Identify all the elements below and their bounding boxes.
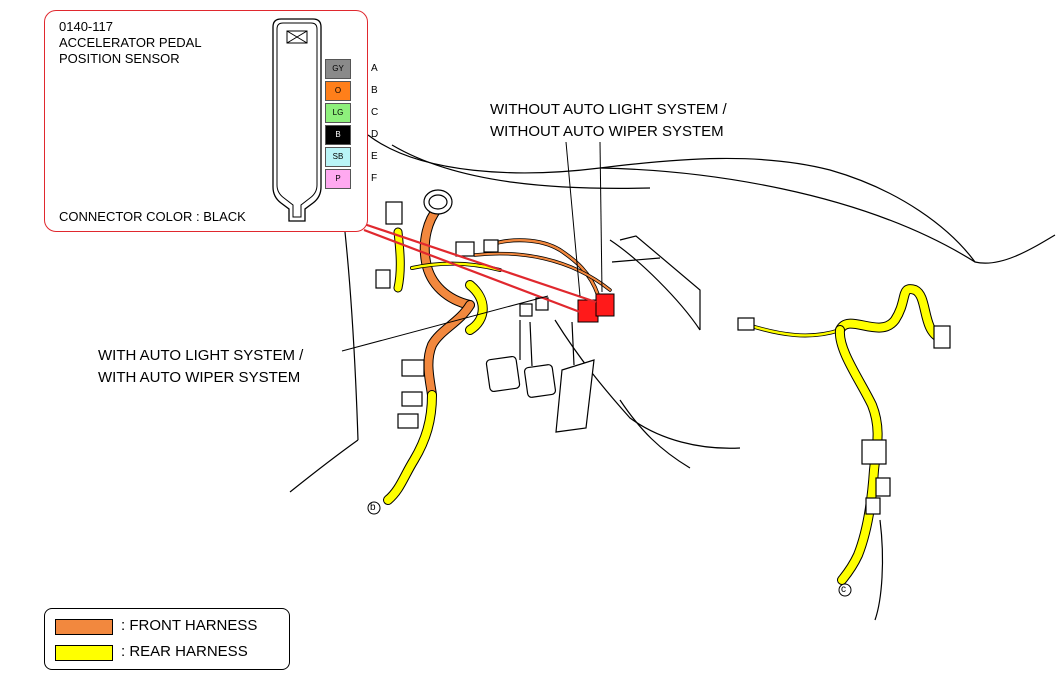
markers xyxy=(367,501,852,597)
callout-title-line2: POSITION SENSOR xyxy=(59,51,180,66)
callout-leaders xyxy=(363,222,597,314)
marker-b-label: b xyxy=(370,502,376,513)
connector xyxy=(401,391,423,407)
highlighted-connectors xyxy=(577,293,615,323)
front-harness xyxy=(419,203,612,400)
pin-letter: F xyxy=(371,173,378,184)
grommet-inner xyxy=(428,194,448,210)
connector xyxy=(875,477,891,497)
front-harness-label: : FRONT HARNESS xyxy=(121,617,258,634)
aps-connector-with-auto xyxy=(577,299,599,323)
connector xyxy=(933,325,951,349)
marker-c-label: c xyxy=(841,584,846,595)
pin-letter: D xyxy=(371,129,379,140)
pin-wire-color: LG xyxy=(325,103,351,123)
aps-connector-without-auto xyxy=(595,293,615,317)
connector xyxy=(737,317,755,331)
connector xyxy=(865,497,881,515)
dashboard-outline xyxy=(289,134,1056,621)
connector xyxy=(455,241,475,257)
without-auto-label-line1: WITHOUT AUTO LIGHT SYSTEM / xyxy=(490,101,727,118)
label-leaders xyxy=(341,141,603,352)
connector xyxy=(519,303,533,317)
pin-wire-color: SB xyxy=(325,147,351,167)
connector-callout: 0140-117 ACCELERATOR PEDAL POSITION SENS… xyxy=(44,10,378,232)
with-auto-label-line2: WITH AUTO WIPER SYSTEM xyxy=(98,369,301,386)
pedal-left xyxy=(485,355,521,393)
rear-harness-swatch xyxy=(55,645,113,661)
pin-letter: A xyxy=(371,63,378,74)
without-auto-label-line2: WITHOUT AUTO WIPER SYSTEM xyxy=(490,123,724,140)
connector xyxy=(861,439,887,465)
pedal-middle xyxy=(523,364,557,398)
pin-wire-color: O xyxy=(325,81,351,101)
rear-harness-label: : REAR HARNESS xyxy=(121,643,248,660)
pedals xyxy=(485,320,595,433)
callout-title-line1: ACCELERATOR PEDAL xyxy=(59,35,202,50)
connector-face xyxy=(272,18,322,222)
harness-legend: : FRONT HARNESS : REAR HARNESS xyxy=(44,608,290,670)
rear-harness-right xyxy=(746,284,945,585)
connector-code: 0140-117 xyxy=(59,19,113,34)
connector xyxy=(385,201,403,225)
front-harness-swatch xyxy=(55,619,113,635)
marker-b xyxy=(367,501,381,515)
pin-wire-color: GY xyxy=(325,59,351,79)
marker-c xyxy=(838,583,852,597)
connector-color: CONNECTOR COLOR : BLACK xyxy=(59,209,246,224)
pin-letter: C xyxy=(371,107,379,118)
rear-harness-left xyxy=(383,227,502,505)
pin-letter: E xyxy=(371,151,378,162)
pin-wire-color: B xyxy=(325,125,351,145)
pin-wire-color: P xyxy=(325,169,351,189)
with-auto-label-line1: WITH AUTO LIGHT SYSTEM / xyxy=(98,347,304,364)
pin-letter: B xyxy=(371,85,378,96)
connector xyxy=(401,359,425,377)
connector xyxy=(483,239,499,253)
connector xyxy=(375,269,391,289)
accelerator-pedal xyxy=(555,359,595,433)
connector xyxy=(397,413,419,429)
connectors xyxy=(375,189,951,515)
